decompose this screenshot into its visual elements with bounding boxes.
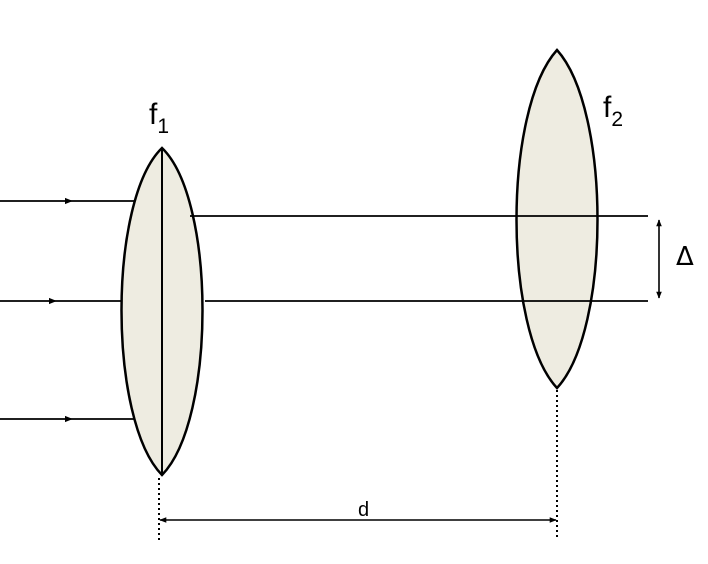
lens-1 — [120, 146, 204, 477]
lens-1-label: f1 — [149, 98, 169, 138]
offset-label: Δ — [676, 242, 694, 272]
lens-2-shape — [515, 48, 599, 390]
lens-2-label-letter: f — [603, 91, 612, 124]
lens-2-label-subscript: 2 — [611, 108, 623, 131]
transmitted-rays — [190, 215, 648, 302]
separation-label: d — [358, 499, 369, 521]
lens-2 — [515, 48, 599, 390]
incoming-rays — [0, 197, 138, 423]
lens-1-label-letter: f — [149, 98, 158, 131]
lens-2-label: f2 — [603, 91, 623, 131]
lens-1-label-subscript: 1 — [157, 115, 169, 138]
